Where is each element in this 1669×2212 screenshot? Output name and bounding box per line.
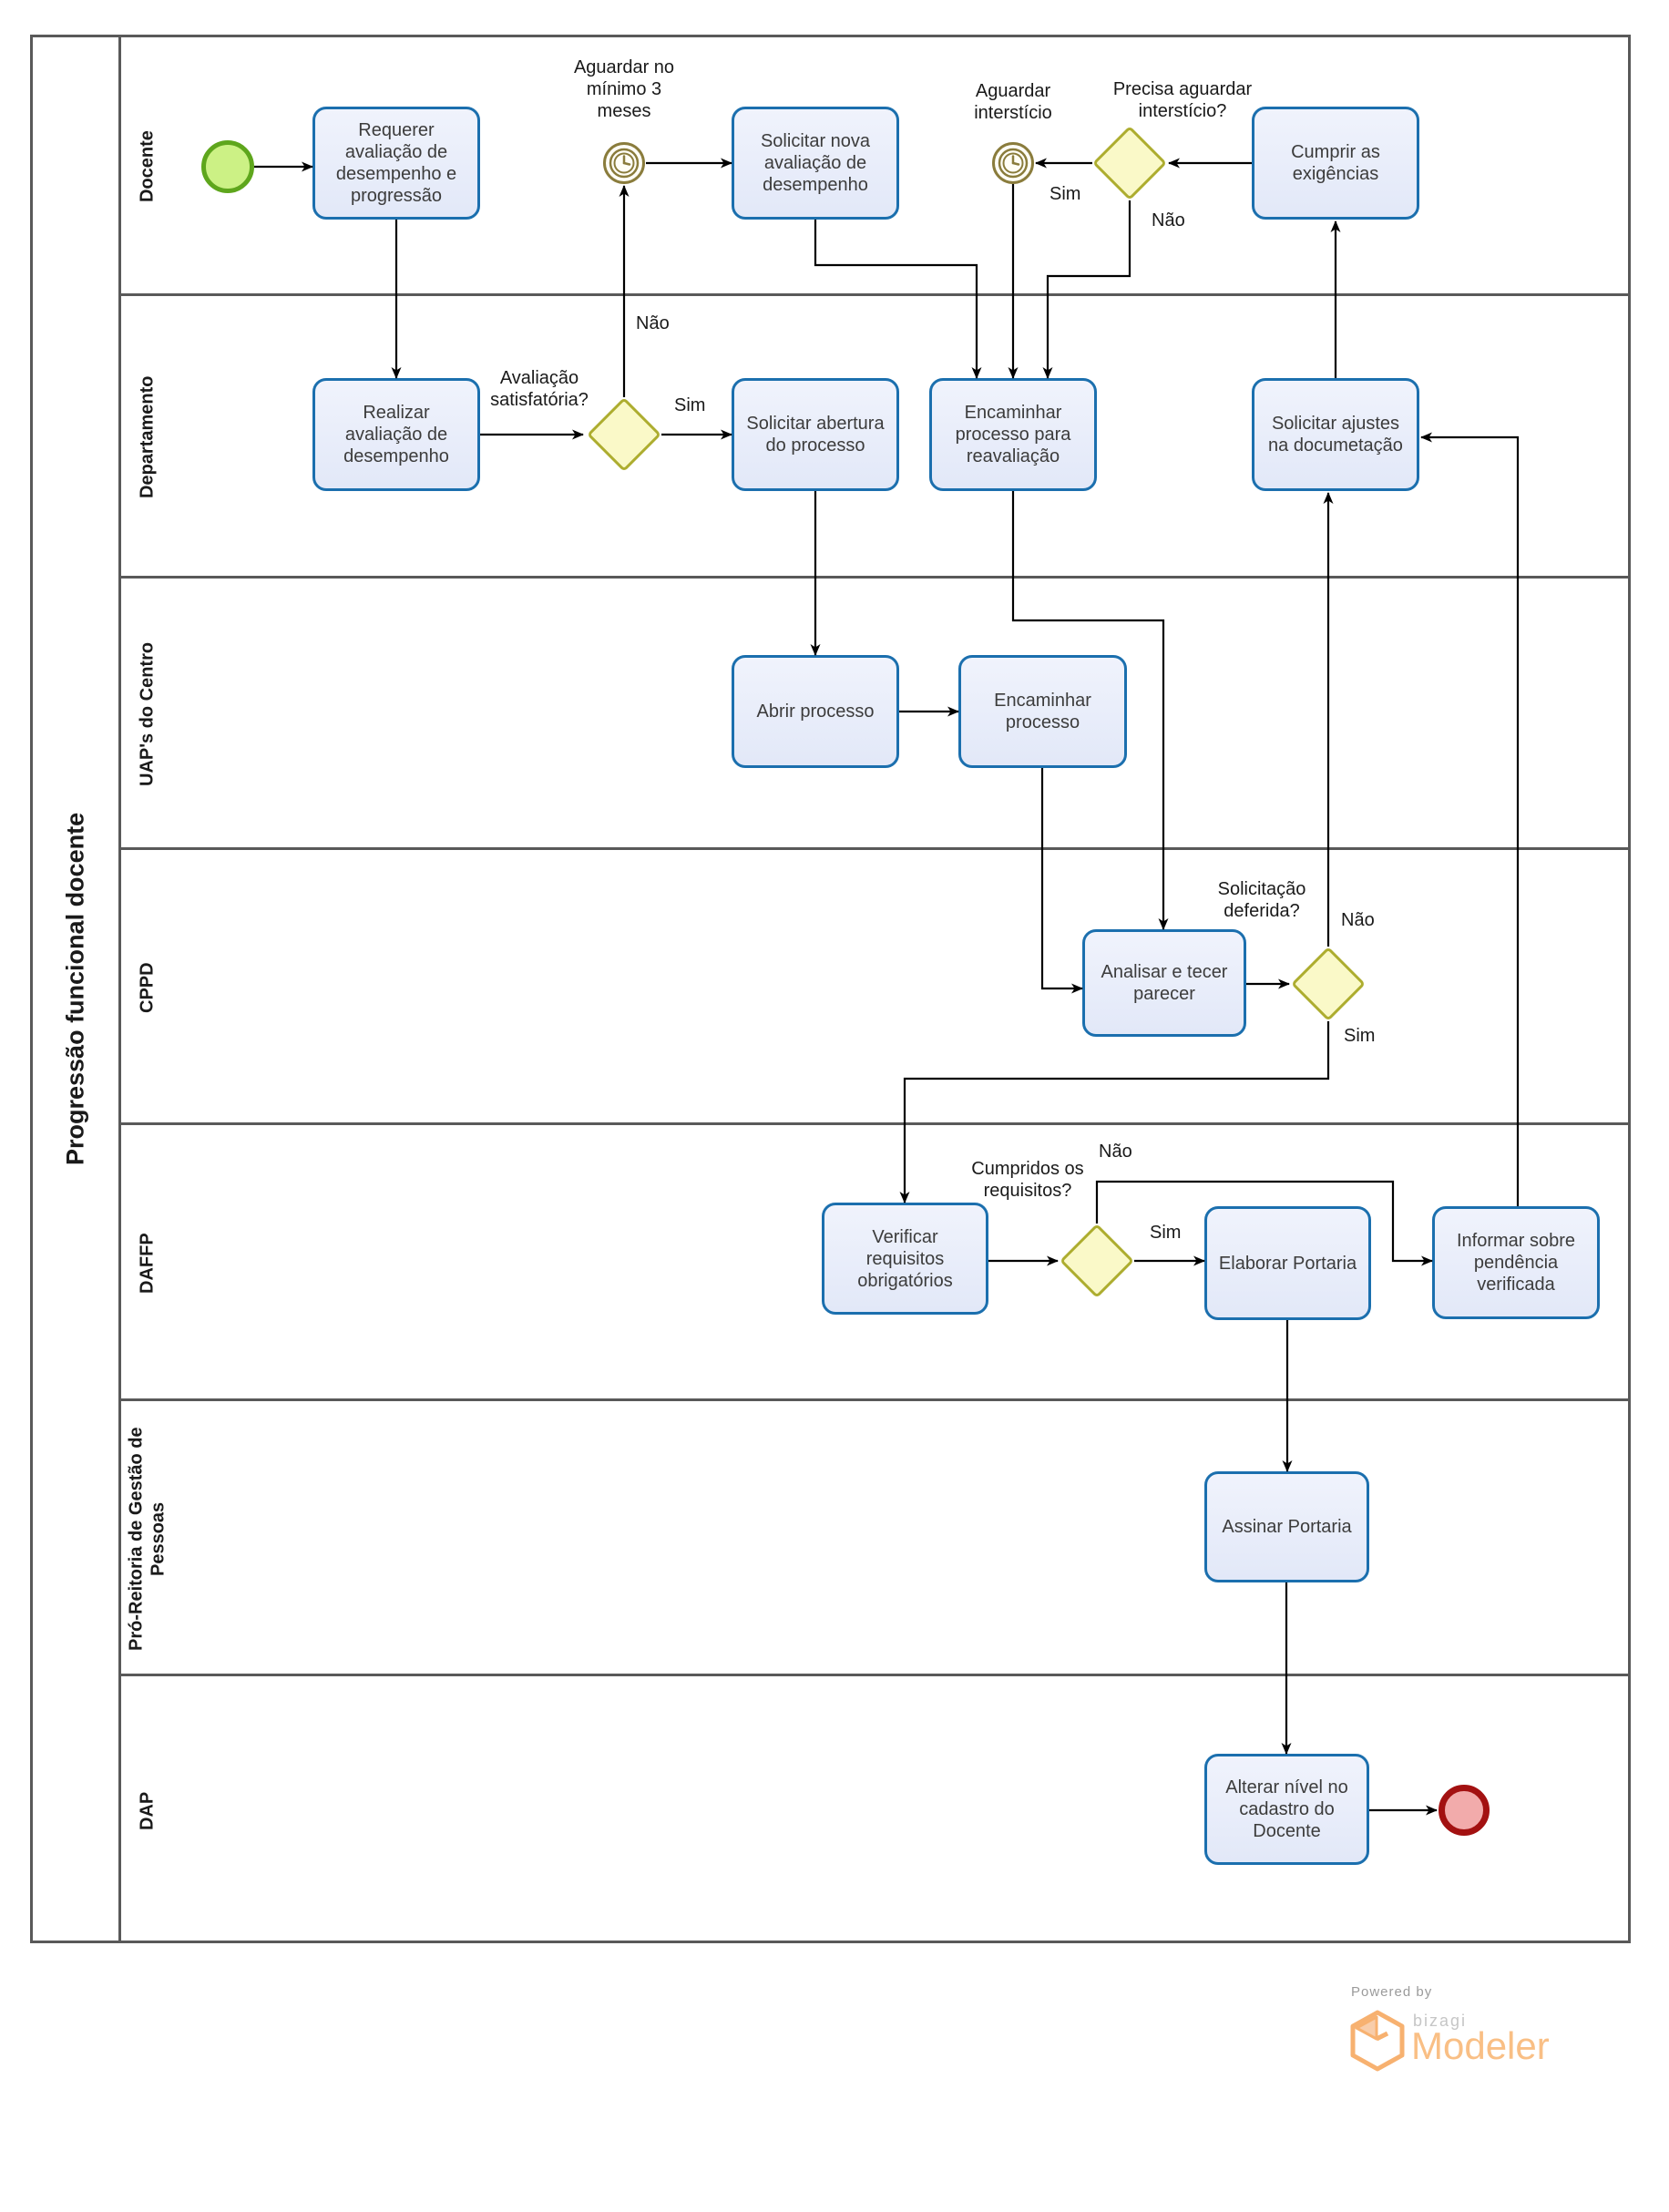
gateway-avaliacao-label: Avaliação satisfatória? — [490, 368, 589, 410]
lane-docente-label: Docente — [137, 130, 158, 203]
task-elaborar-portaria[interactable]: Elaborar Portaria — [1204, 1206, 1371, 1320]
label-nao-precisa: Não — [1152, 210, 1185, 230]
task-abertura[interactable]: Solicitar abertura do processo — [732, 378, 899, 491]
lane-departamento-label: Departamento — [137, 375, 158, 499]
label-nao-deferida: Não — [1341, 910, 1375, 930]
task-ajustes-label: Solicitar ajustes na documetação — [1268, 414, 1403, 456]
lane-pr-reitoria-de-gest-o-de-pessoas-label: Pró-Reitoria de Gestão de Pessoas — [126, 1427, 169, 1651]
timer-intersticio-label: Aguardar interstício — [974, 81, 1052, 123]
task-realizar[interactable]: Realizar avaliação de desempenho — [312, 378, 480, 491]
timer-3-meses[interactable] — [603, 142, 645, 184]
task-verificar-label: Verificar requisitos obrigatórios — [857, 1226, 953, 1291]
task-alterar-nivel-label: Alterar nível no cadastro do Docente — [1225, 1777, 1348, 1841]
clock-icon — [609, 148, 640, 179]
task-requerer-label: Requerer avaliação de desempenho e progr… — [335, 120, 457, 206]
task-abrir-processo-label: Abrir processo — [756, 701, 875, 722]
end-event[interactable] — [1439, 1785, 1490, 1836]
task-reavaliacao[interactable]: Encaminhar processo para reavaliação — [929, 378, 1097, 491]
gateway-deferida-label: Solicitação deferida? — [1217, 879, 1306, 921]
task-encaminhar-processo-label: Encaminhar processo — [994, 691, 1091, 732]
task-analisar-label: Analisar e tecer parecer — [1101, 962, 1228, 1004]
lane-dap-label: DAP — [137, 1791, 158, 1831]
gateway-cumpridos-label: Cumpridos os requisitos? — [971, 1159, 1084, 1201]
gateway-precisa-aguardar-label: Precisa aguardar interstício? — [1112, 79, 1253, 121]
bizagi-modeler-logo: Powered by bizagi Modeler — [1326, 1977, 1617, 2086]
task-cumprir-label: Cumprir as exigências — [1291, 142, 1380, 184]
timer-3-meses-label: Aguardar no mínimo 3 meses — [573, 57, 675, 121]
modeler-product-text: Modeler — [1411, 2024, 1550, 2067]
label-sim-deferida: Sim — [1344, 1026, 1376, 1046]
label-nao-avaliacao: Não — [636, 313, 670, 333]
start-event[interactable] — [201, 140, 254, 193]
label-sim-precisa: Sim — [1050, 184, 1081, 204]
lane-daffp-label: DAFFP — [137, 1233, 158, 1294]
task-assinar-portaria[interactable]: Assinar Portaria — [1204, 1471, 1369, 1582]
pool-title: Progressão funcional docente — [33, 37, 121, 1941]
timer-intersticio[interactable] — [992, 142, 1034, 184]
label-sim-cumpridos: Sim — [1150, 1223, 1182, 1243]
lane-dap: DAP — [121, 1674, 1628, 1943]
task-informar-pendencia-label: Informar sobre pendência verificada — [1456, 1231, 1576, 1295]
powered-by-text: Powered by — [1351, 1984, 1433, 2000]
label-nao-cumpridos: Não — [1099, 1142, 1132, 1162]
task-solicitar-nova-label: Solicitar nova avaliação de desempenho — [760, 131, 871, 195]
task-informar-pendencia[interactable]: Informar sobre pendência verificada — [1432, 1206, 1600, 1319]
label-sim-avaliacao: Sim — [674, 395, 706, 415]
task-reavaliacao-label: Encaminhar processo para reavaliação — [955, 403, 1071, 466]
task-assinar-portaria-label: Assinar Portaria — [1222, 1517, 1352, 1537]
lane-pr-reitoria-de-gest-o-de-pessoas: Pró-Reitoria de Gestão de Pessoas — [121, 1398, 1628, 1674]
bizagi-brand-text: bizagi — [1413, 2012, 1468, 2030]
task-solicitar-nova[interactable]: Solicitar nova avaliação de desempenho — [732, 107, 899, 220]
lane-daffp: DAFFP — [121, 1122, 1628, 1398]
task-requerer[interactable]: Requerer avaliação de desempenho e progr… — [312, 107, 480, 220]
task-abrir-processo[interactable]: Abrir processo — [732, 655, 899, 768]
task-analisar[interactable]: Analisar e tecer parecer — [1082, 929, 1246, 1037]
lane-cppd: CPPD — [121, 847, 1628, 1122]
task-encaminhar-processo[interactable]: Encaminhar processo — [958, 655, 1127, 768]
bizagi-cube-icon — [1350, 2010, 1405, 2072]
task-ajustes[interactable]: Solicitar ajustes na documetação — [1252, 378, 1419, 491]
task-realizar-label: Realizar avaliação de desempenho — [343, 403, 449, 466]
task-verificar[interactable]: Verificar requisitos obrigatórios — [822, 1203, 988, 1315]
task-alterar-nivel[interactable]: Alterar nível no cadastro do Docente — [1204, 1754, 1369, 1865]
task-cumprir[interactable]: Cumprir as exigências — [1252, 107, 1419, 220]
lane-uap-s-do-centro-label: UAP's do Centro — [137, 641, 158, 787]
lane-uap-s-do-centro: UAP's do Centro — [121, 576, 1628, 847]
task-elaborar-portaria-label: Elaborar Portaria — [1218, 1253, 1357, 1274]
lane-cppd-label: CPPD — [137, 962, 158, 1013]
task-abertura-label: Solicitar abertura do processo — [746, 414, 885, 456]
clock-icon — [998, 148, 1029, 179]
